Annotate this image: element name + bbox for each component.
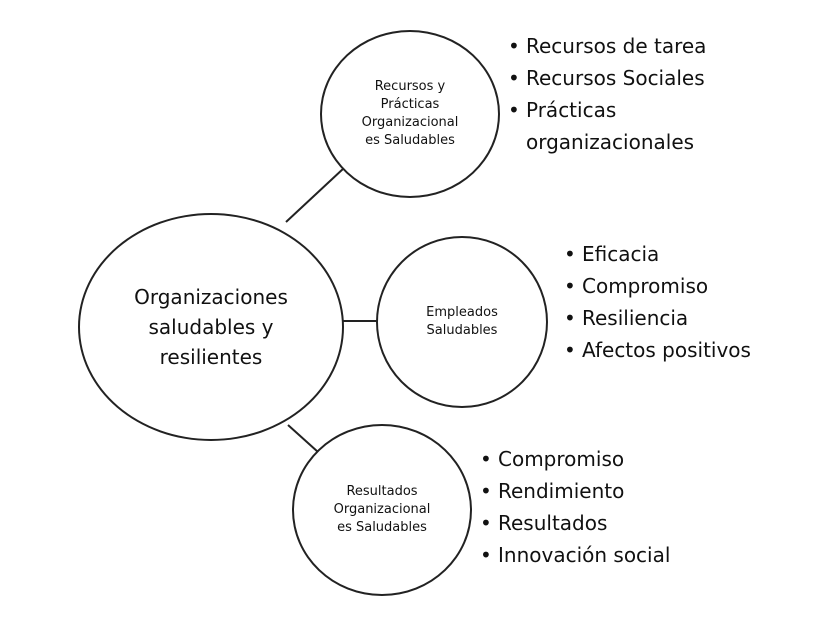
bullet-item: Recursos de tarea: [508, 30, 706, 62]
connector-line-top: [285, 167, 345, 223]
center-circle-label: Organizaciones saludables y resilientes: [134, 285, 288, 369]
connector-line-bottom: [287, 424, 319, 453]
bullet-item: Prácticas organizacionales: [508, 94, 706, 158]
bullet-item: Compromiso: [480, 443, 670, 475]
circle-empleados-saludables-label: Empleados Saludables: [426, 305, 498, 338]
bullet-item: Afectos positivos: [564, 334, 751, 366]
bullet-list-resultados: Compromiso Rendimiento Resultados Innova…: [480, 443, 670, 571]
bullet-item: Rendimiento: [480, 475, 670, 507]
circle-recursos-practicas: Recursos y Prácticas Organizacional es S…: [320, 30, 500, 198]
bullet-item: Compromiso: [564, 270, 751, 302]
bullet-item: Recursos Sociales: [508, 62, 706, 94]
bullet-list-empleados: Eficacia Compromiso Resiliencia Afectos …: [564, 238, 751, 366]
center-circle: Organizaciones saludables y resilientes: [78, 213, 344, 441]
bullet-item: Resiliencia: [564, 302, 751, 334]
circle-recursos-practicas-label: Recursos y Prácticas Organizacional es S…: [361, 79, 459, 148]
circle-empleados-saludables: Empleados Saludables: [376, 236, 548, 408]
bullet-item: Eficacia: [564, 238, 751, 270]
bullet-item: Innovación social: [480, 539, 670, 571]
bullet-list-recursos: Recursos de tarea Recursos Sociales Prác…: [508, 30, 706, 158]
circle-resultados: Resultados Organizacional es Saludables: [292, 424, 472, 596]
bullet-item: Resultados: [480, 507, 670, 539]
circle-resultados-label: Resultados Organizacional es Saludables: [333, 484, 431, 535]
